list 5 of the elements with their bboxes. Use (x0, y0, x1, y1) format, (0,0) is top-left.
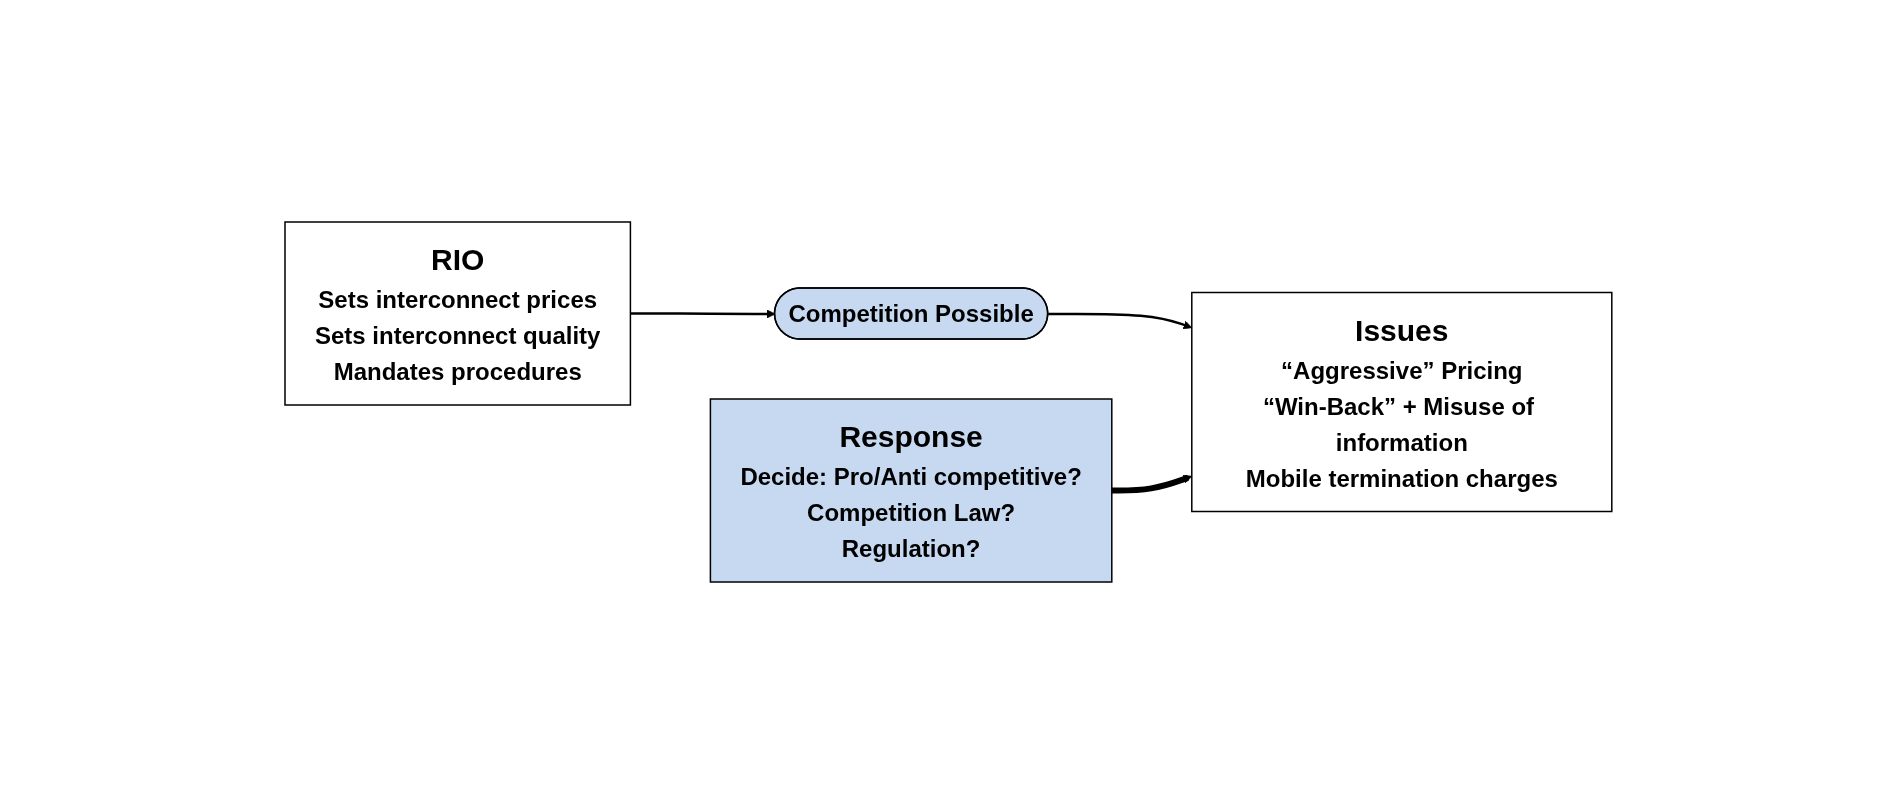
arrow (1111, 474, 1192, 494)
node-box: Response Decide: Pro/Anti competitive? Competition Law? Regulation? (709, 398, 1113, 583)
node-box: RIO Sets interconnect prices Sets interconnect quality Mandates procedures (283, 221, 631, 406)
node-box: Issues “Aggressive” Pricing “Win-Back” + Misuse of information Mobile termination charges (1190, 291, 1613, 513)
arrow (1047, 312, 1192, 330)
